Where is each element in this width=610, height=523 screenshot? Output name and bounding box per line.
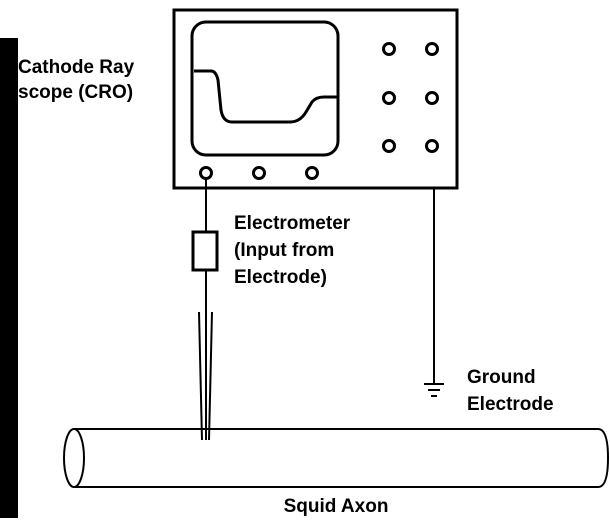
electrode-outline-right — [208, 311, 213, 441]
knob-icon — [425, 139, 439, 153]
cro-label-line1: Cathode Ray — [18, 57, 135, 78]
oscilloscope-case — [172, 8, 459, 190]
input-terminal-icon — [252, 166, 266, 180]
cro-label-line2: scope (CRO) — [18, 82, 133, 103]
oscilloscope-screen — [190, 20, 340, 157]
left-black-bar — [0, 38, 18, 518]
knob-icon — [382, 42, 396, 56]
oscilloscope-trace — [194, 69, 337, 124]
oscilloscope — [172, 8, 459, 190]
electrode-outline-left — [198, 311, 203, 441]
squid-axon — [63, 428, 610, 488]
axon-right-end — [597, 428, 610, 488]
knob-icon — [382, 91, 396, 105]
electrometer-assembly — [191, 178, 219, 441]
ground-assembly — [424, 188, 444, 397]
input-terminal-icon — [305, 166, 319, 180]
electrometer-label-line1: Electrometer — [234, 213, 351, 234]
electrometer-box — [191, 230, 219, 272]
ground-label-line1: Ground — [467, 367, 536, 388]
input-terminal-icon — [199, 166, 213, 180]
electrometer-label-line2: (Input from — [234, 240, 334, 261]
ground-label-line2: Electrode — [467, 394, 554, 415]
axon-left-end — [63, 428, 85, 488]
knob-icon — [425, 42, 439, 56]
knob-icon — [382, 139, 396, 153]
axon-label: Squid Axon — [284, 496, 389, 517]
electrometer-label-line3: Electrode) — [234, 267, 327, 288]
knob-icon — [425, 91, 439, 105]
